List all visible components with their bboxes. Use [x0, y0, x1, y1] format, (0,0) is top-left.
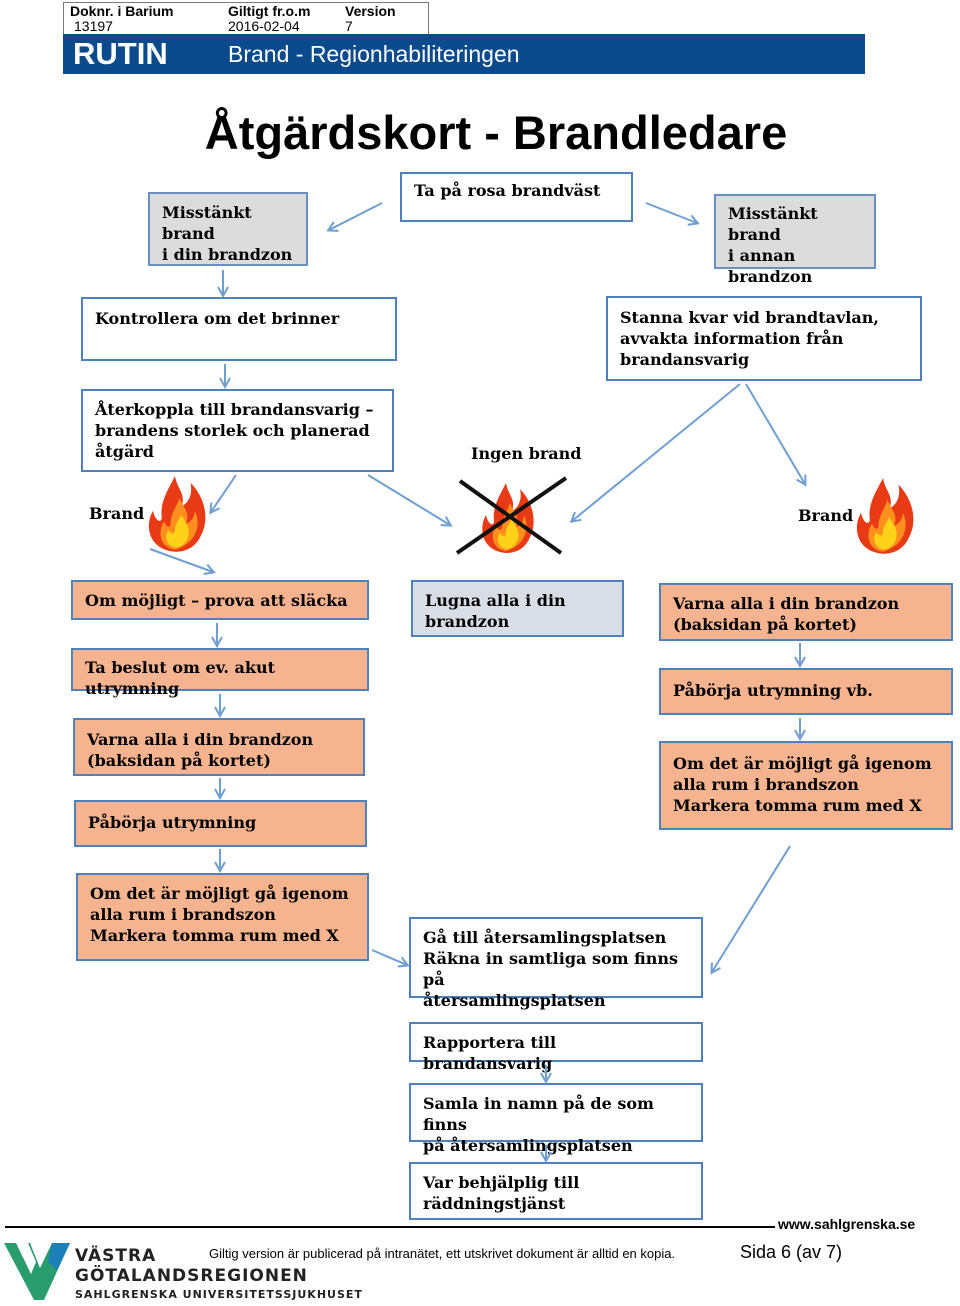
start-box: Ta på rosa brandväst	[400, 172, 633, 222]
arrow-start-to-left	[329, 202, 383, 230]
stay-at-panel-box: Stanna kvar vid brandtavlan, avvakta inf…	[606, 296, 922, 381]
extinguish-box: Om möjligt – prova att släcka	[71, 580, 369, 620]
header-bar: RUTIN Brand - Regionhabiliteringen	[63, 34, 865, 74]
no-fire-label: Ingen brand	[471, 444, 582, 463]
footer-url: www.sahlgrenska.se	[778, 1216, 916, 1232]
logo-line-2: GÖTALANDSREGIONEN	[75, 1266, 308, 1286]
warn-zone-right-box: Varna alla i din brandzon (baksidan på k…	[659, 583, 953, 641]
arrow-start-to-right	[645, 202, 697, 223]
page-title: Åtgärdskort - Brandledare	[204, 106, 788, 159]
valid-from-value: 2016-02-04	[228, 18, 300, 34]
start-evacuation-right-box: Påbörja utrymning vb.	[659, 668, 953, 715]
arrow-right-to-assembly	[712, 845, 791, 972]
arrow-stay-to-nofire	[572, 383, 741, 521]
arrow-left-to-assembly	[371, 949, 407, 965]
valid-from-label: Giltigt fr.o.m	[228, 3, 311, 19]
report-back-box: Återkoppla till brandansvarig – brandens…	[81, 389, 394, 472]
fire-icon-right	[856, 478, 914, 554]
fire-label-right: Brand	[798, 506, 854, 525]
check-rooms-right-box: Om det är möjligt gå igenom alla rum i b…	[659, 741, 953, 830]
suspect-own-zone-box: Misstänkt brand i din brandzon	[148, 192, 308, 266]
arrow-fire-to-extinguish	[149, 548, 213, 572]
fire-label-left: Brand	[89, 504, 145, 523]
doc-number-value: 13197	[74, 18, 113, 34]
vgr-logo-icon	[4, 1243, 70, 1300]
doc-number-label: Doknr. i Barium	[70, 3, 174, 19]
page-number: Sida 6 (av 7)	[740, 1242, 843, 1262]
check-rooms-left-box: Om det är möjligt gå igenom alla rum i b…	[76, 873, 369, 961]
cross-out-icon	[455, 476, 568, 555]
suspect-other-zone-box: Misstänkt brand i annan brandzon	[714, 194, 876, 286]
warn-zone-left-box: Varna alla i din brandzon (baksidan på k…	[73, 718, 365, 776]
arrow-report-to-nofire	[367, 474, 450, 525]
start-evacuation-left-box: Påbörja utrymning	[74, 800, 367, 847]
calm-zone-box: Lugna alla i din brandzon	[411, 580, 624, 637]
logo-line-3: SAHLGRENSKA UNIVERSITETSSJUKHUSET	[75, 1288, 363, 1301]
decide-evacuation-box: Ta beslut om ev. akut utrymning	[71, 648, 369, 698]
footer-divider	[5, 1226, 775, 1228]
assembly-point-box: Gå till återsamlingsplatsen Räkna in sam…	[409, 917, 703, 1010]
arrow-stay-to-fire	[745, 383, 805, 484]
document-title: Brand - Regionhabiliteringen	[228, 41, 520, 67]
check-fire-box: Kontrollera om det brinner	[81, 297, 397, 361]
report-box: Rapportera till brandansvarig	[409, 1022, 703, 1073]
document-type: RUTIN	[73, 36, 168, 71]
collect-names-box: Samla in namn på de som finns på återsam…	[409, 1083, 703, 1155]
assist-rescue-box: Var behjälplig till räddningstjänst	[409, 1162, 703, 1220]
document-meta	[63, 2, 429, 36]
version-label: Version	[345, 3, 396, 19]
footer-note: Giltig version är publicerad på intranät…	[209, 1246, 676, 1261]
fire-icon-left	[148, 476, 206, 552]
version-value: 7	[345, 18, 353, 34]
logo-line-1: VÄSTRA	[75, 1246, 157, 1266]
arrow-report-to-fire	[211, 474, 237, 512]
